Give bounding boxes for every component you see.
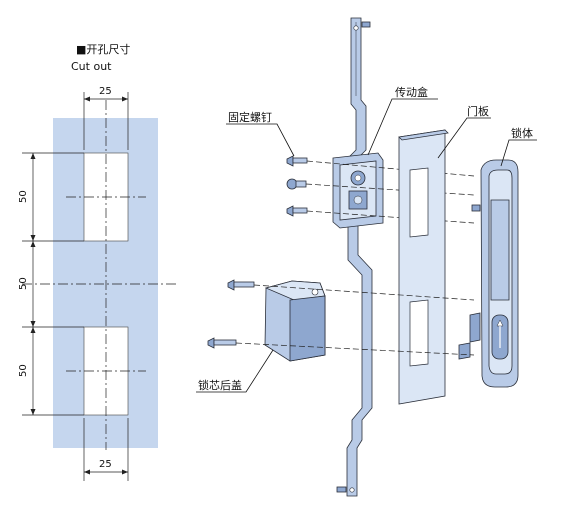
screw-4 (227, 279, 255, 291)
screw-1 (286, 155, 308, 167)
dim-bottom-width (83, 418, 129, 481)
lock-body (458, 159, 519, 388)
dim-top-width (83, 92, 129, 150)
cutout-drawing (22, 92, 176, 481)
lock-core-back-cover (264, 280, 326, 362)
screw-2 (286, 178, 307, 190)
screw-5 (207, 337, 237, 349)
fixing-screws (286, 155, 475, 224)
back-cover-screws (207, 279, 475, 356)
leader-lines (196, 98, 537, 393)
screw-3 (286, 205, 308, 217)
door-panel (398, 129, 449, 405)
transmission-rod (336, 17, 373, 497)
dim-vertical-chain (22, 152, 84, 416)
transmission-box (332, 152, 384, 229)
